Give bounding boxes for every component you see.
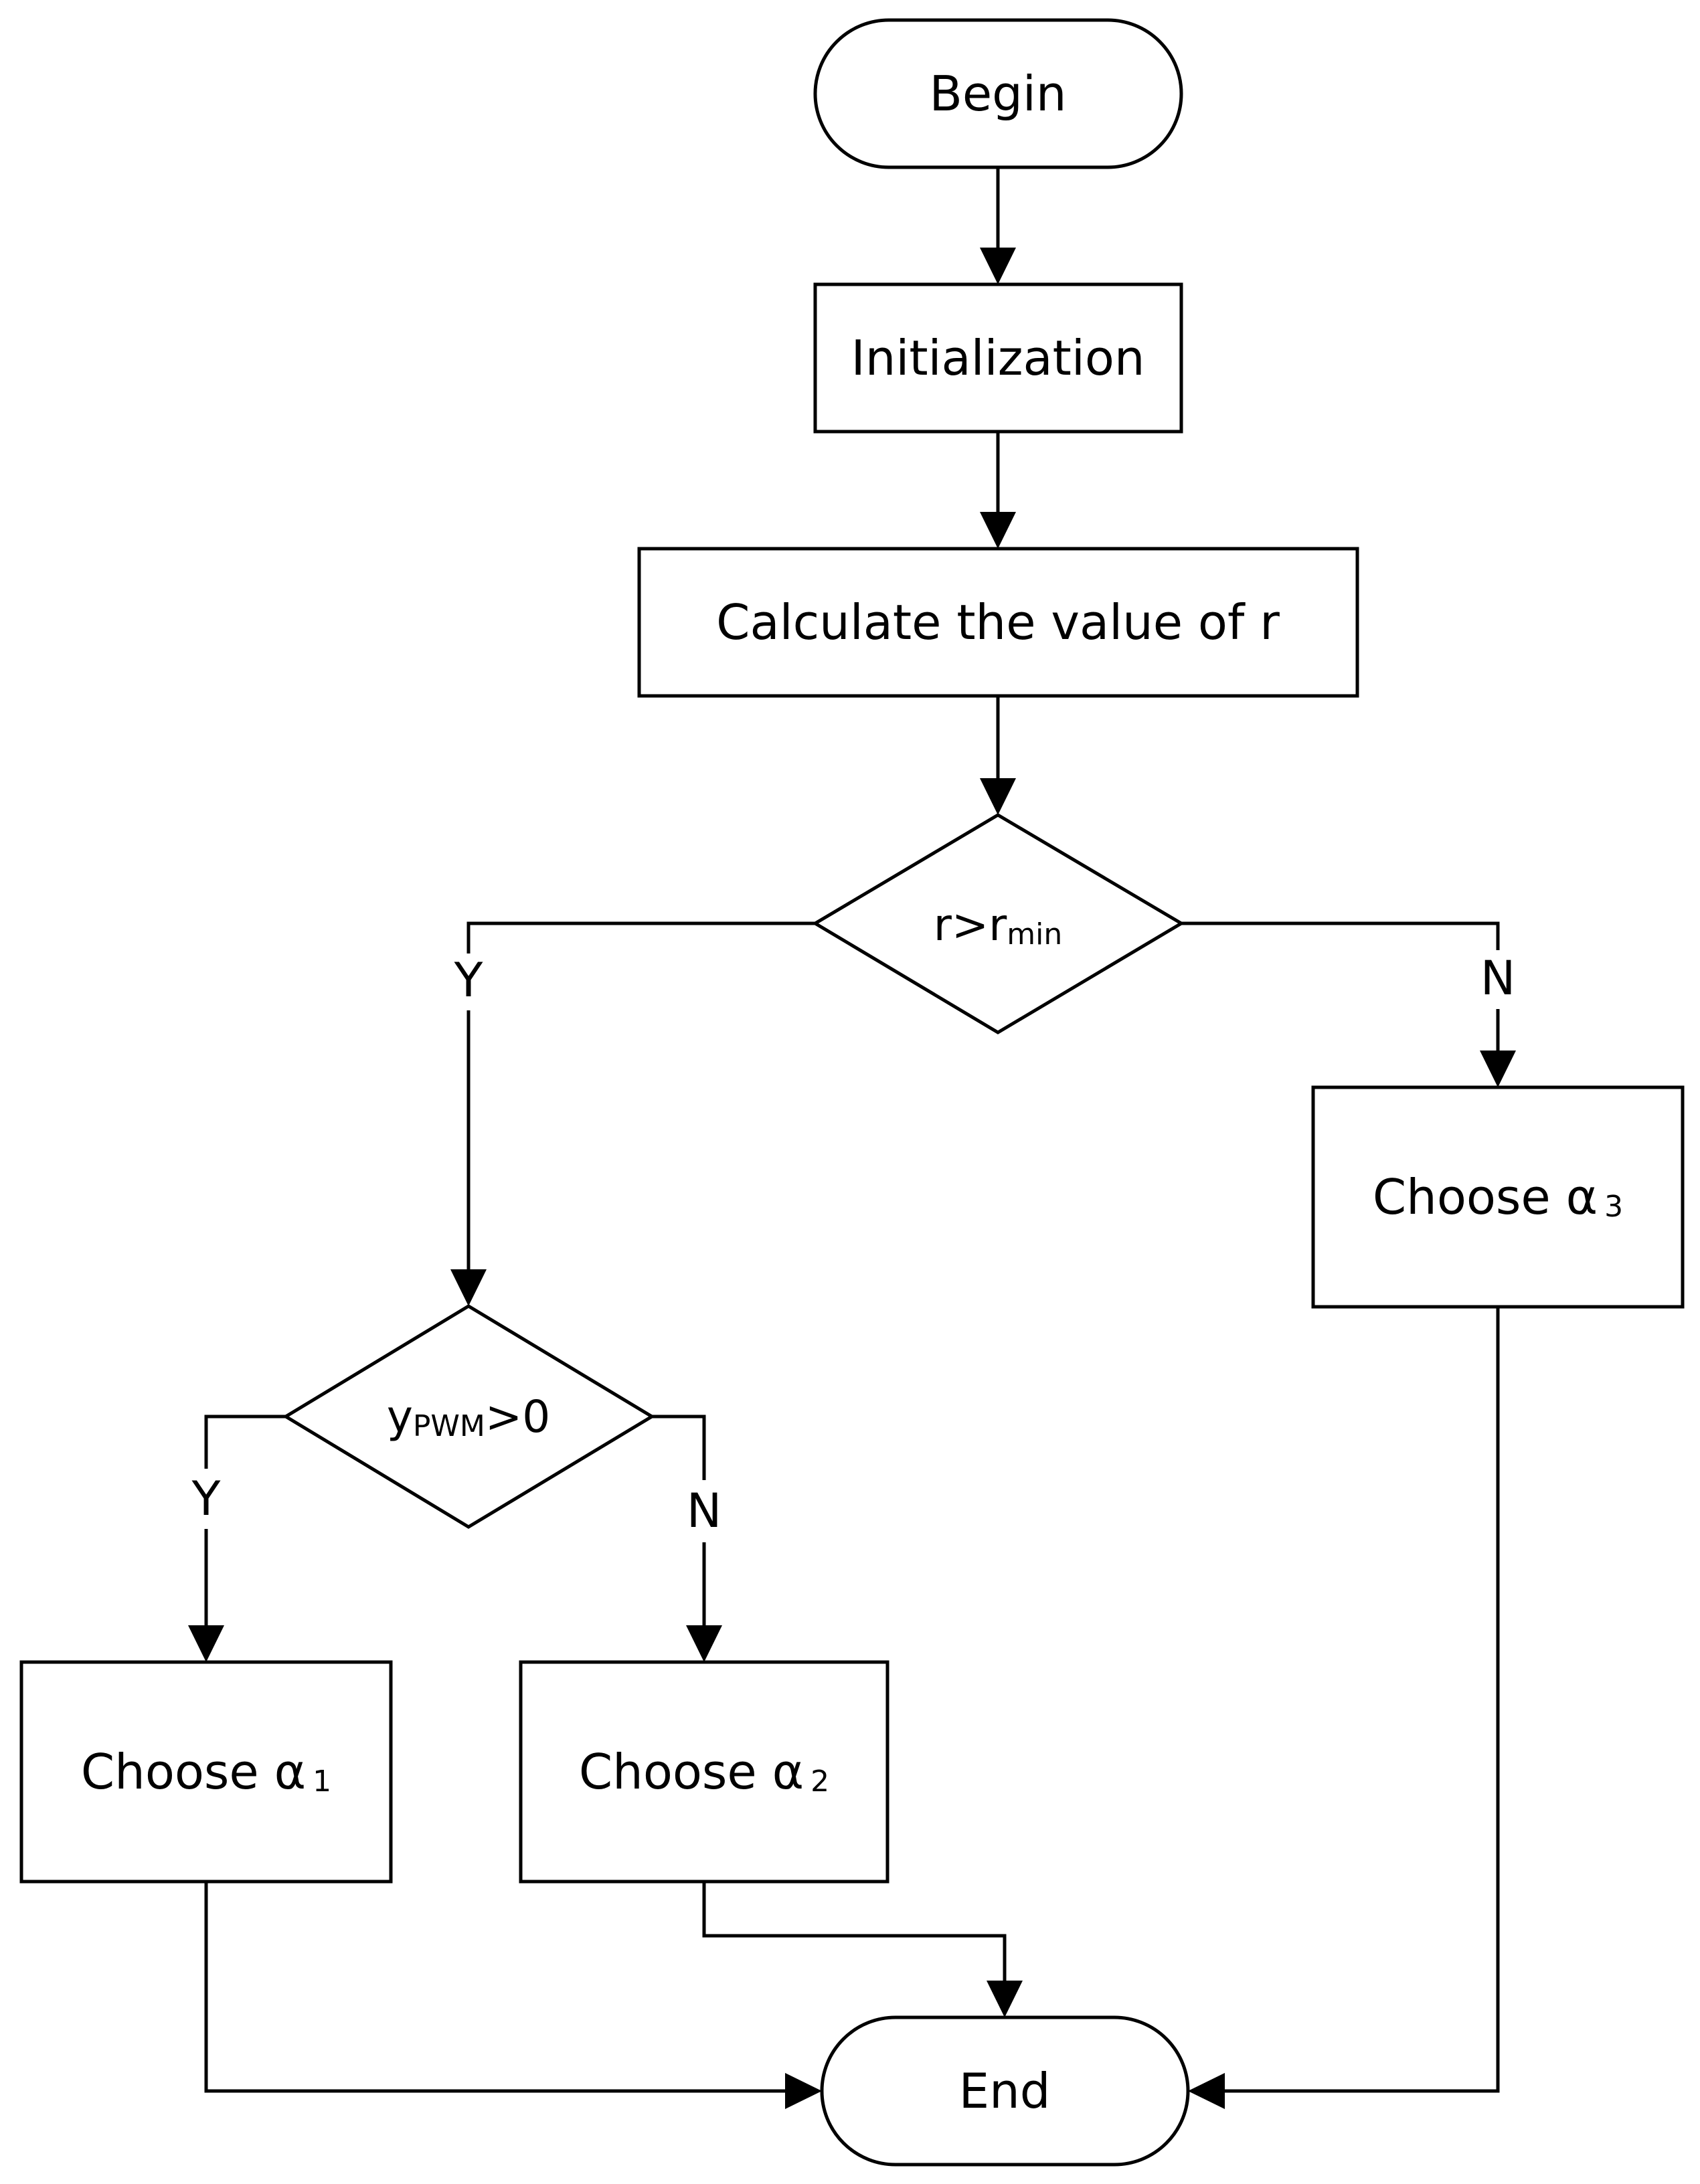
choose1-main: Choose α — [81, 1744, 306, 1800]
begin-node: Begin — [813, 18, 1183, 169]
choose1-sub: 1 — [313, 1764, 331, 1799]
decision-r-main: r>r — [934, 899, 1007, 951]
choose2-main: Choose α — [579, 1744, 804, 1800]
edge-label-r-no: N — [1480, 951, 1515, 1006]
arrowhead — [188, 1625, 224, 1662]
choose2-sub: 2 — [811, 1764, 829, 1799]
decision-r-node: r>rmin — [812, 813, 1185, 1034]
arrowhead — [980, 778, 1016, 815]
edge-label-y-no: N — [687, 1483, 721, 1538]
decision-y-sub: PWM — [413, 1409, 485, 1443]
edge-label-r-yes: Y — [454, 953, 483, 1008]
edge-choose2-end — [702, 1882, 1023, 2017]
begin-label: Begin — [929, 66, 1066, 122]
edge-decision-r-yes: Y — [450, 921, 815, 1306]
decision-y-post: >0 — [485, 1391, 550, 1443]
decision-r-sub: min — [1007, 917, 1062, 951]
decision-r-label: r>rmin — [934, 899, 1063, 951]
edge-decision-r-no: N — [1181, 921, 1516, 1087]
init-node: Initialization — [813, 282, 1183, 434]
edge-label-y-yes: Y — [191, 1471, 221, 1526]
choose3-sub: 3 — [1604, 1190, 1623, 1224]
arrowhead — [987, 1981, 1023, 2017]
arrowhead — [980, 248, 1016, 284]
decision-y-node: yPWM>0 — [282, 1304, 655, 1529]
arrowhead — [450, 1269, 487, 1306]
calc-node: Calculate the value of r — [637, 547, 1359, 698]
arrowhead — [980, 512, 1016, 549]
edge-choose1-end — [204, 1882, 822, 2109]
edge-decision-y-no: N — [652, 1415, 722, 1662]
decision-y-pre: y — [387, 1391, 413, 1443]
decision-y-label: yPWM>0 — [387, 1391, 550, 1443]
end-label: End — [959, 2063, 1051, 2119]
calc-label: Calculate the value of r — [716, 594, 1280, 650]
arrowhead — [686, 1625, 722, 1662]
end-node: End — [820, 2015, 1190, 2167]
edge-decision-y-yes: Y — [188, 1415, 286, 1662]
edge-init-calc — [980, 432, 1016, 549]
edge-calc-decision-r — [980, 696, 1016, 815]
arrowhead — [1480, 1051, 1516, 1087]
edge-choose3-end — [1188, 1307, 1500, 2109]
arrowhead — [1188, 2073, 1225, 2109]
arrowhead — [785, 2073, 822, 2109]
edge-begin-init — [980, 167, 1016, 284]
init-label: Initialization — [851, 330, 1144, 386]
choose3-main: Choose α — [1373, 1169, 1598, 1225]
